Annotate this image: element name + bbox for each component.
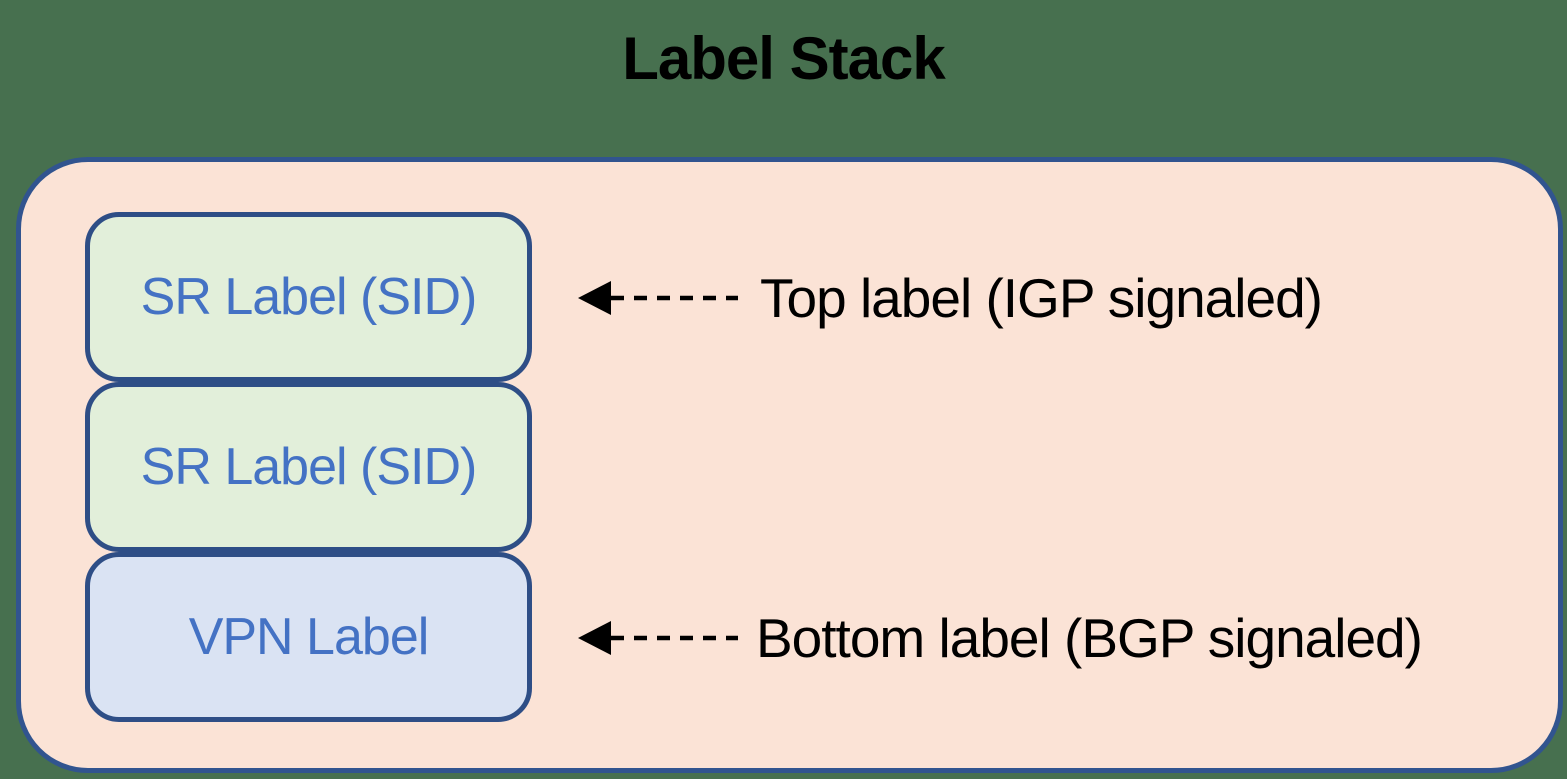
sr-label-box-middle-label: SR Label (SID)	[140, 438, 478, 496]
sr-label-box-top-label: SR Label (SID)	[140, 268, 478, 326]
diagram-title: Label Stack	[622, 25, 946, 92]
label-stack: SR Label (SID) SR Label (SID) VPN Label	[85, 212, 532, 722]
top-label-annotation: Top label (IGP signaled)	[760, 267, 1323, 329]
vpn-label-box-label: VPN Label	[188, 608, 430, 666]
bottom-label-annotation: Bottom label (BGP signaled)	[756, 607, 1423, 669]
dashed-left-arrow-icon	[578, 281, 738, 315]
dashed-left-arrow-icon	[578, 621, 738, 655]
vpn-label-box: VPN Label	[85, 552, 532, 722]
sr-label-box-top: SR Label (SID)	[85, 212, 532, 382]
sr-label-box-middle: SR Label (SID)	[85, 382, 532, 552]
